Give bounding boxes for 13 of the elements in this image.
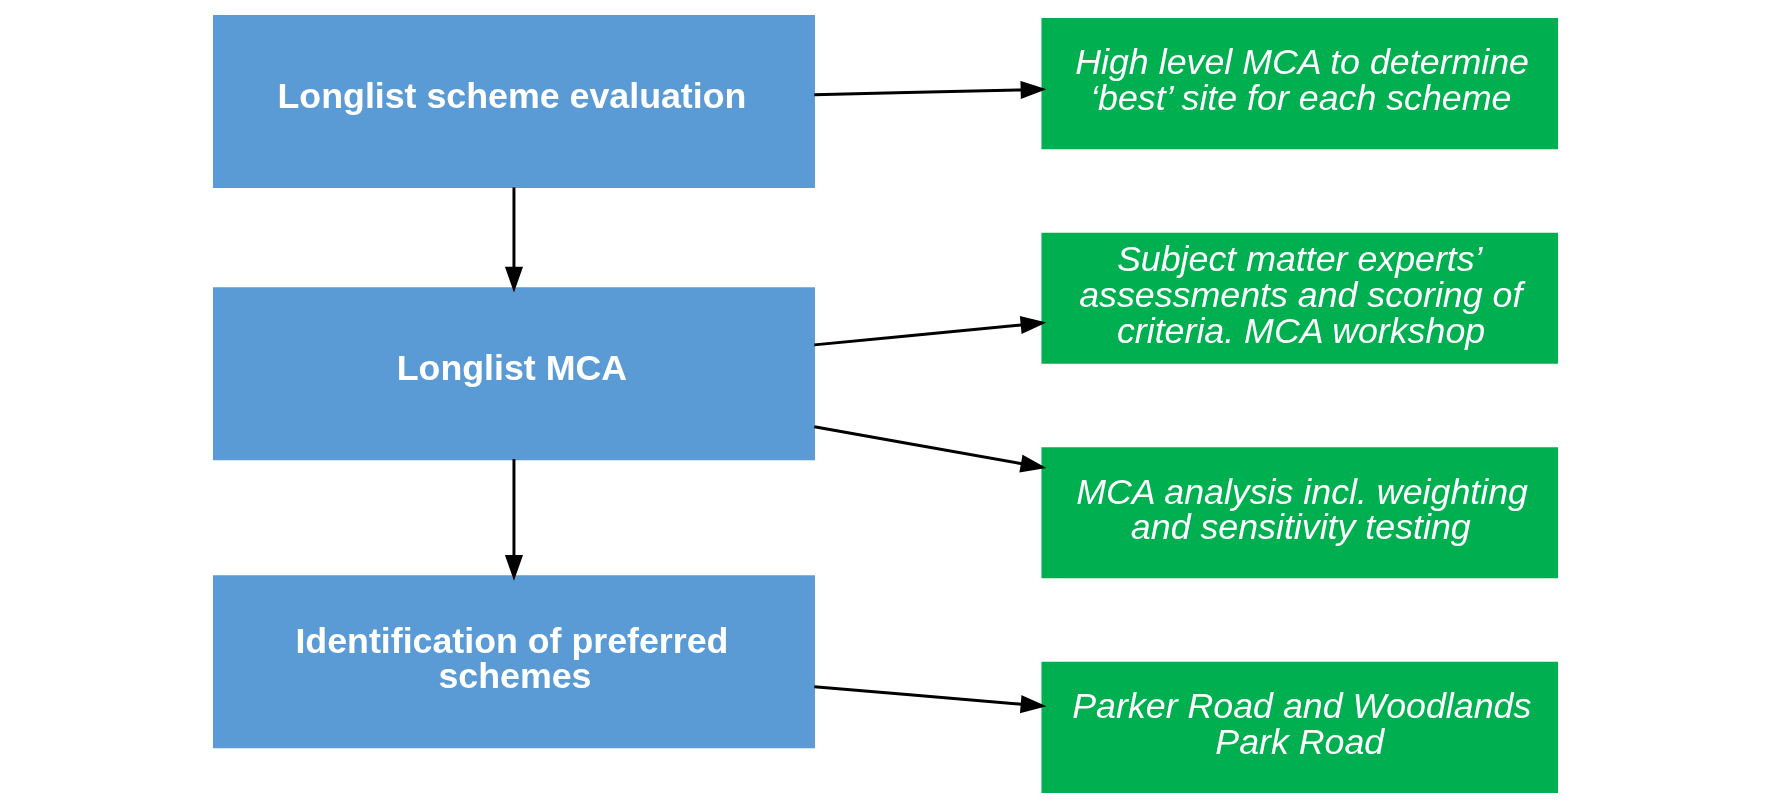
node-box: Identification of preferred schemes [212,575,815,749]
arrow [814,315,1047,347]
arrow [504,187,523,293]
node-box: Longlist MCA [212,287,815,461]
arrow [814,425,1047,473]
arrow [814,80,1047,99]
node-box: High level MCA to determine ‘best’ site for each scheme [1041,18,1559,150]
arrow [504,459,523,581]
node-box: Longlist scheme evaluation [212,15,815,188]
node-box: Subject matter experts’ assessments and scoring of criteria. MCA workshop [1041,232,1559,364]
node-box: Parker Road and Woodlands Park Road [1041,661,1559,793]
node-box: MCA analysis incl. weighting and sensitivity testing [1041,447,1559,579]
arrow [814,685,1047,714]
